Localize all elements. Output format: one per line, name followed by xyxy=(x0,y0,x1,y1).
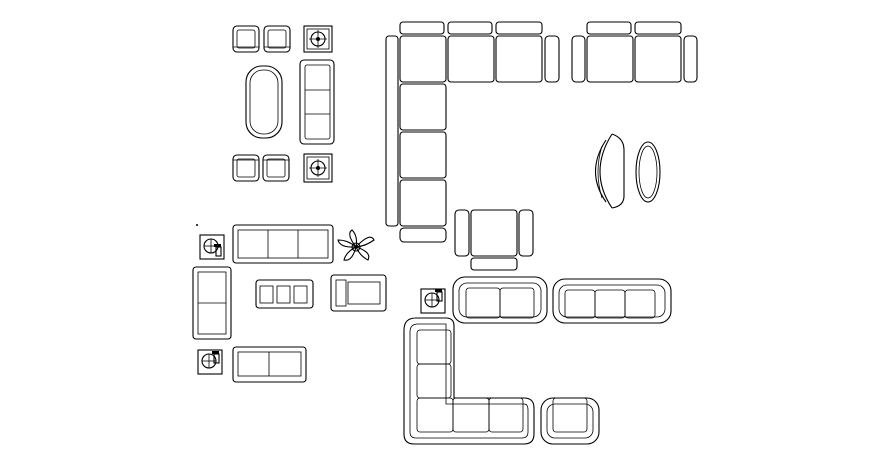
loveseat-vertical xyxy=(192,266,232,340)
rounded-sofa-two-seat xyxy=(452,276,548,324)
rounded-sofa-three-seat xyxy=(552,278,672,324)
lamp-table-1 xyxy=(199,234,225,260)
curved-chair-oval-table xyxy=(595,133,661,209)
sofa-vertical-three-seat xyxy=(299,59,335,145)
armchair-center xyxy=(454,209,534,271)
side-table-lamp-bottom xyxy=(303,153,333,183)
armchair-bottom-left-2 xyxy=(262,154,290,182)
living-set-top-left xyxy=(232,25,335,183)
rounded-armchair xyxy=(540,397,600,445)
sectional-set-bottom-right xyxy=(403,276,672,445)
side-table-lamp-top xyxy=(303,25,333,53)
sofa-two-seat-top-right xyxy=(571,21,698,83)
coffee-table-rect xyxy=(255,279,314,309)
sofa-horizontal-three-seat xyxy=(232,224,334,264)
living-set-left-middle xyxy=(192,224,387,383)
armchair-left-middle xyxy=(330,274,387,312)
sofa-horizontal-two-seat xyxy=(232,346,307,383)
lamp-table-2 xyxy=(197,349,223,375)
potted-plant xyxy=(337,229,375,261)
l-sectional-sofa xyxy=(385,21,560,243)
coffee-table-oval xyxy=(245,65,283,139)
lamp-table-3 xyxy=(420,288,446,314)
armchair-bottom-left-1 xyxy=(232,154,260,182)
armchair-top-left-2 xyxy=(263,25,291,53)
rounded-l-sectional xyxy=(403,317,535,445)
armchair-top-left-1 xyxy=(232,25,260,53)
